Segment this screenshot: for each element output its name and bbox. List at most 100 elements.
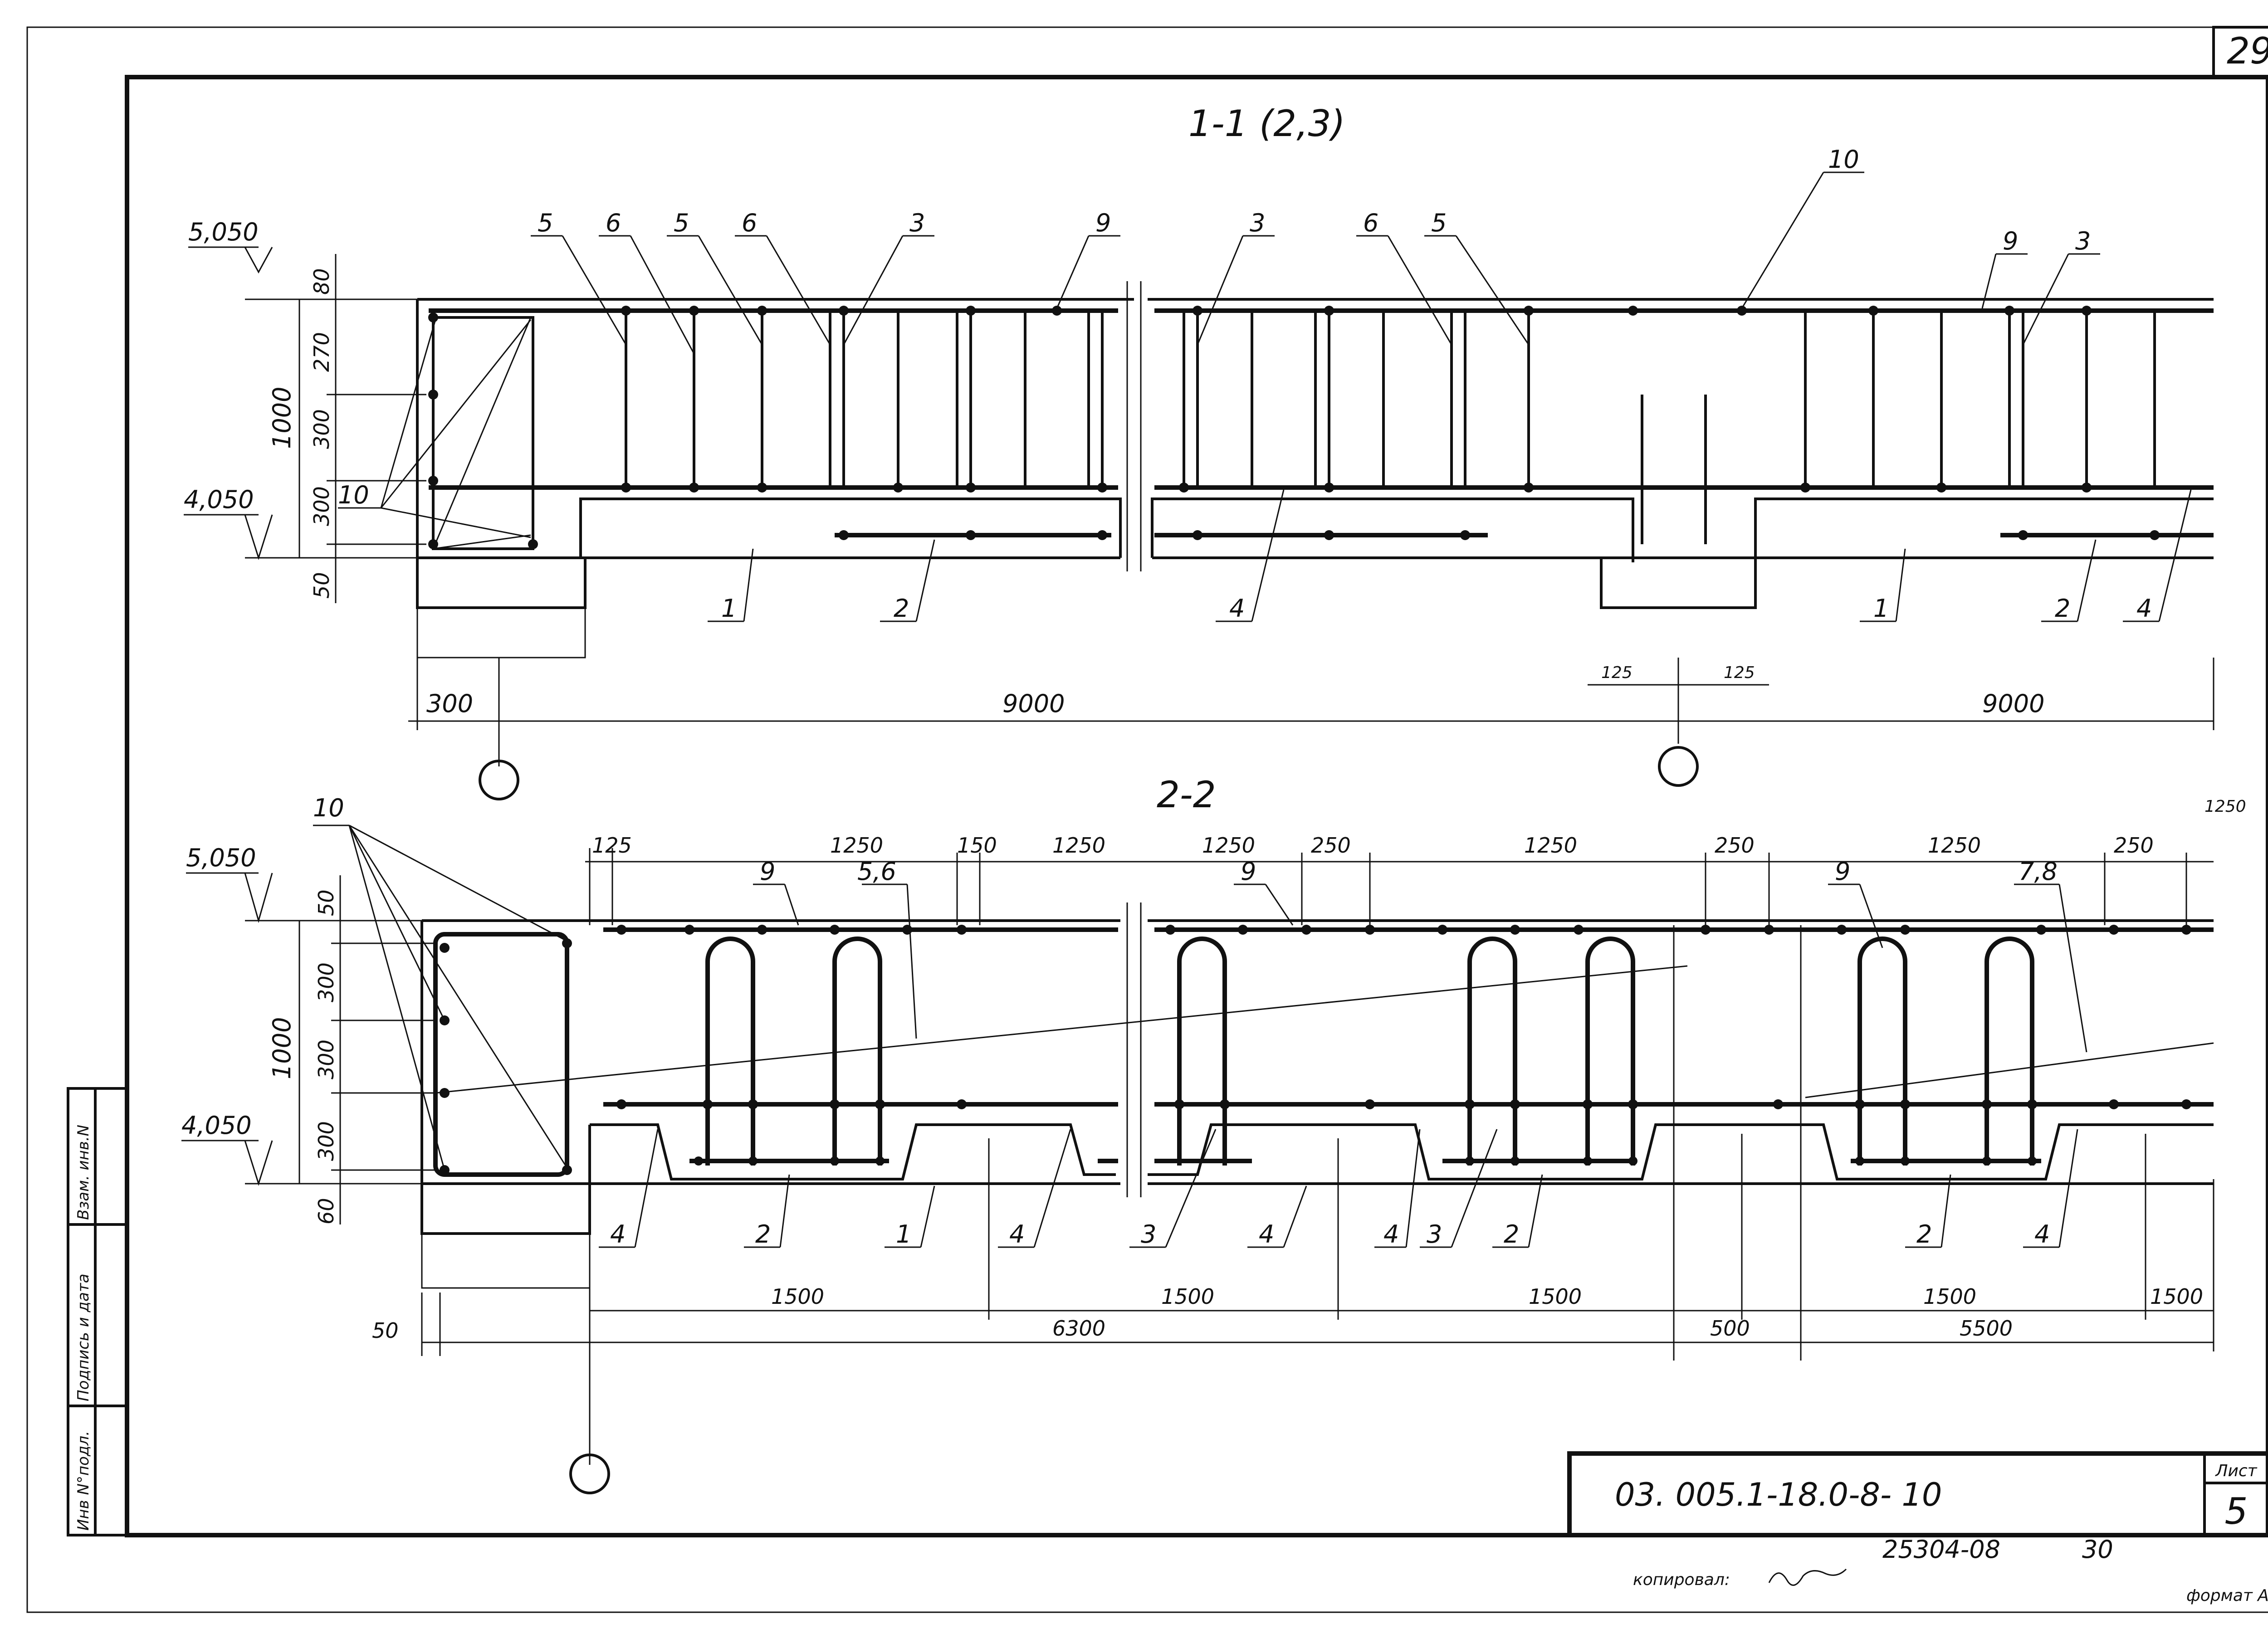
bdim-2-r1-3: 1500	[1923, 1284, 1976, 1309]
callout-1-b1: 2	[894, 594, 909, 623]
tdim-2-8: 1250	[1928, 833, 1981, 858]
bdim-2-r1-4: 1500	[2150, 1284, 2203, 1309]
callout-1-t0: 5	[538, 209, 553, 237]
callout-2-b2: 1	[896, 1220, 911, 1249]
hdim-1-support: 300	[426, 689, 473, 718]
tdim-2-4: 1250	[1202, 833, 1255, 858]
document-code: 03. 005.1-18.0-8- 10	[1615, 1476, 1942, 1513]
bar-dots-1	[428, 306, 2160, 549]
vdim-2-d: 300	[314, 1121, 338, 1161]
section-2-2: 2-2 5,050 4,050 1000 50 300 300 300 60	[181, 774, 2246, 1494]
bdim-2-r2-3: 5500	[1960, 1316, 2013, 1341]
callout-2-t2: 9	[1241, 857, 1256, 886]
section-1-1: 1-1 (2,3) 5,050 4,050 1000 80 270 300 30…	[184, 102, 2214, 800]
overall-height-2: 1000	[268, 1017, 296, 1079]
stamp-inventory-original: Инв N°подл.	[74, 1431, 93, 1531]
bdim-2-r2-2: 500	[1710, 1316, 1750, 1341]
hdim-1-span-right: 9000	[1982, 689, 2044, 718]
vdim-1-e: 50	[309, 572, 334, 599]
callout-2-b7: 3	[1427, 1220, 1442, 1249]
tdim-2-1: 1250	[830, 833, 883, 858]
callout-1-t8: 5	[1431, 209, 1447, 237]
vdim-1-c: 300	[309, 409, 334, 449]
bar-dots-2	[440, 925, 2191, 1175]
sheet-number: 5	[2225, 1490, 2248, 1532]
callout-1-t4: 3	[909, 209, 925, 237]
level-bottom-1: 4,050	[184, 485, 254, 514]
callout-2-t1: 5,6	[857, 857, 896, 886]
callout-1-t6: 3	[1250, 209, 1265, 237]
section-1-title: 1-1 (2,3)	[1188, 102, 1345, 145]
tdim-2-10: 1250	[2204, 797, 2246, 816]
tdim-2-7: 250	[1715, 833, 1755, 858]
title-block: 03. 005.1-18.0-8- 10 Лист 5 25304-08 30 …	[1567, 1451, 2268, 1605]
callout-1-t5: 9	[1095, 209, 1111, 237]
stamp-signature-date: Подпись и дата	[74, 1273, 93, 1401]
page-number: 29	[2227, 30, 2268, 72]
vdim-1-a: 80	[309, 268, 334, 295]
overall-height-1: 1000	[268, 387, 296, 449]
callout-1-side: 10	[338, 481, 369, 509]
vdim-1-d: 300	[309, 486, 334, 526]
sheet-frame: 29	[26, 26, 2268, 1613]
callout-2-b1: 2	[755, 1220, 771, 1249]
axis-bubble-2	[569, 1454, 610, 1494]
level-top-2: 5,050	[186, 844, 256, 872]
callout-2-b8: 2	[1504, 1220, 1519, 1249]
callout-2-side: 10	[313, 794, 344, 822]
vdim-1-b: 270	[309, 332, 334, 372]
vdim-2-a: 50	[314, 889, 338, 916]
sheet-label: Лист	[2214, 1462, 2257, 1480]
axis-bubble-1a	[479, 760, 519, 800]
bottom-callouts-2: 4 2 1 4 3 4 4 3 2 2 4	[599, 1129, 2078, 1249]
callout-1-t7: 6	[1363, 209, 1378, 237]
format-label: формат А3	[2186, 1586, 2268, 1605]
callout-1-b4: 2	[2055, 594, 2070, 623]
bdim-2-r1-2: 1500	[1529, 1284, 1582, 1309]
vdim-2-c: 300	[314, 1039, 338, 1079]
callout-2-b0: 4	[610, 1220, 626, 1249]
tdim-2-9: 250	[2114, 833, 2154, 858]
callout-1-t2: 5	[674, 209, 689, 237]
tdim-2-5: 250	[1311, 833, 1351, 858]
hdim-1-col-right: 125	[1724, 663, 1755, 682]
callout-2-b3: 4	[1009, 1220, 1025, 1249]
stamp-replaces-inventory: Взам. инв.N	[74, 1125, 93, 1220]
callout-2-t0: 9	[760, 857, 775, 886]
callout-2-t3: 9	[1835, 857, 1850, 886]
copier-signature	[1768, 1568, 1847, 1586]
callout-1-b0: 1	[721, 594, 737, 623]
level-top-1: 5,050	[188, 218, 259, 246]
bdim-2-r2-1: 6300	[1052, 1316, 1105, 1341]
level-bottom-2: 4,050	[181, 1111, 252, 1140]
vdim-2-e: 60	[314, 1198, 338, 1224]
top-callouts-2: 9 5,6 9 9 7,8	[753, 857, 2087, 1053]
top-callouts-1: 5 6 5 6 3 9 3 6 5 10 9 3	[531, 145, 2100, 354]
callout-2-b9: 2	[1916, 1220, 1932, 1249]
callout-1-b2: 4	[1229, 594, 1245, 623]
tdim-2-6: 1250	[1524, 833, 1577, 858]
tdim-2-2: 150	[957, 833, 997, 858]
callout-2-b5: 4	[1259, 1220, 1274, 1249]
archive-number: 25304-08	[1882, 1535, 2000, 1564]
callout-2-b10: 4	[2034, 1220, 2050, 1249]
callout-1-t11: 3	[2075, 227, 2091, 255]
bdim-2-r1-0: 1500	[771, 1284, 824, 1309]
axis-bubble-1b	[1658, 746, 1699, 787]
callout-2-t4: 7,8	[2019, 857, 2058, 886]
hdim-1-span-left: 9000	[1002, 689, 1065, 718]
beam-outline-1	[416, 298, 2214, 562]
callout-1-b3: 1	[1873, 594, 1889, 623]
stirrups-1	[625, 311, 2156, 544]
bdim-2-r2-0: 50	[372, 1318, 399, 1343]
bottom-callouts-1: 1 2 4 1 2 4	[708, 489, 2192, 623]
tdim-2-0: 125	[592, 833, 632, 858]
callout-1-b5: 4	[2136, 594, 2152, 623]
callout-1-t10: 9	[2003, 227, 2018, 255]
tdim-2-3: 1250	[1052, 833, 1105, 858]
beam-outline-2	[420, 919, 2214, 1185]
callout-1-t1: 6	[606, 209, 621, 237]
hdim-1-col-left: 125	[1601, 663, 1633, 682]
callout-1-t9: 10	[1828, 145, 1859, 174]
side-stamp: Взам. инв.N Подпись и дата Инв N°подл.	[67, 1087, 128, 1536]
